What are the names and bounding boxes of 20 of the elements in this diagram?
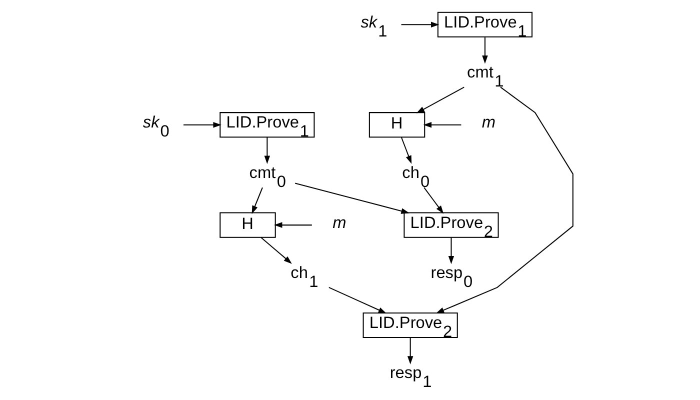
arrow (294, 182, 409, 214)
node-box: H (219, 212, 276, 238)
arrow (435, 86, 573, 314)
node-text: m (481, 114, 496, 132)
arrow (448, 238, 454, 264)
node-box: H (368, 112, 425, 138)
arrow (422, 122, 461, 128)
node-text: m (332, 214, 346, 232)
arrow (400, 137, 412, 164)
arrow (182, 122, 221, 128)
arrow (251, 187, 262, 214)
arrow (416, 86, 464, 114)
arrow (264, 138, 270, 164)
arrow (400, 22, 439, 28)
arrow (482, 37, 488, 64)
arrow (328, 286, 386, 314)
arrow (274, 222, 312, 228)
arrow (406, 338, 413, 364)
arrow (423, 187, 444, 214)
arrow (260, 237, 292, 264)
